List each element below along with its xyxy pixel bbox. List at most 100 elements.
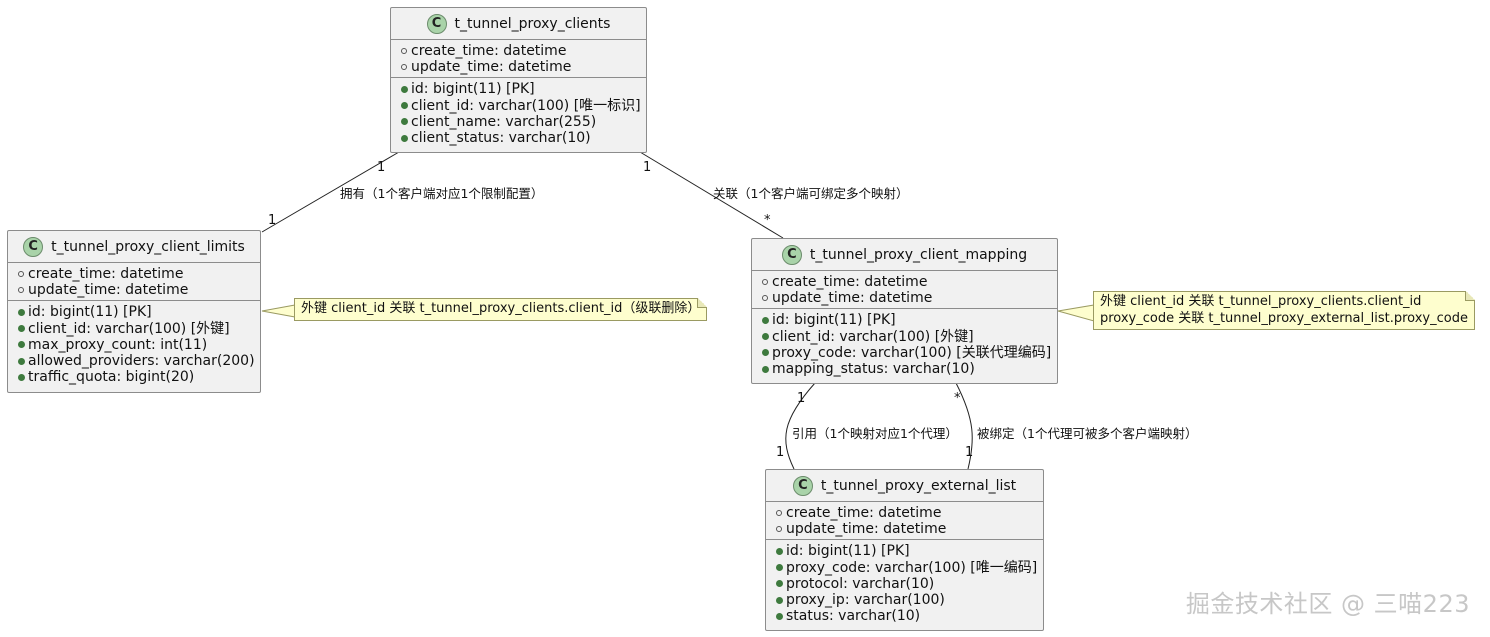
relation-label-mapping-external-ref: 引用（1个映射对应1个代理） [792,426,958,441]
field-text: create_time: datetime [28,266,184,282]
public-method-icon [772,548,786,555]
public-method-icon [772,613,786,620]
public-icon [14,287,28,293]
method-row: client_id: varchar(100) [唯一标识] [397,98,646,114]
public-method-icon [14,358,28,365]
field-text: create_time: datetime [786,505,942,521]
method-text: proxy_code: varchar(100) [唯一编码] [786,559,1038,576]
method-row: allowed_providers: varchar(200) [14,353,260,369]
method-row: protocol: varchar(10) [772,576,1043,592]
fields-section: create_time: datetime update_time: datet… [391,40,646,77]
multiplicity: 1 [643,160,652,175]
method-row: mapping_status: varchar(10) [758,361,1057,377]
method-text: id: bigint(11) [PK] [786,543,910,560]
note-line: 外键 client_id 关联 t_tunnel_proxy_clients.c… [301,301,701,316]
public-method-icon [758,333,772,340]
public-method-icon [397,102,411,109]
field-text: create_time: datetime [772,274,928,290]
method-text: id: bigint(11) [PK] [411,81,535,98]
method-row: max_proxy_count: int(11) [14,337,260,353]
method-text: client_name: varchar(255) [411,113,597,130]
class-c-icon: C [792,475,813,496]
method-row: proxy_ip: varchar(100) [772,592,1043,608]
public-method-icon [14,309,28,316]
public-method-icon [772,580,786,587]
multiplicity: * [954,391,961,406]
method-row: proxy_code: varchar(100) [唯一编码] [772,560,1043,576]
field-text: update_time: datetime [28,282,189,299]
method-row: status: varchar(10) [772,608,1043,624]
multiplicity: 1 [776,445,785,460]
method-row: id: bigint(11) [PK] [397,81,646,97]
public-method-icon [758,349,772,356]
class-name: t_tunnel_proxy_clients [454,15,611,32]
multiplicity: 1 [268,213,277,228]
fields-section: create_time: datetime update_time: datet… [766,502,1043,539]
class-header: C t_tunnel_proxy_client_limits [8,231,260,263]
relation-label-clients-limits: 拥有（1个客户端对应1个限制配置） [340,186,544,201]
class-header: C t_tunnel_proxy_client_mapping [752,239,1057,271]
method-text: max_proxy_count: int(11) [28,336,208,353]
class-t-tunnel-proxy-external-list[interactable]: C t_tunnel_proxy_external_list create_ti… [765,469,1044,631]
field-text: update_time: datetime [786,521,947,538]
public-icon [397,64,411,70]
method-row: client_name: varchar(255) [397,114,646,130]
multiplicity: 1 [797,391,806,406]
class-header: C t_tunnel_proxy_external_list [766,470,1043,502]
public-method-icon [397,135,411,142]
note-mapping: 外键 client_id 关联 t_tunnel_proxy_clients.c… [1093,291,1475,330]
method-row: client_id: varchar(100) [外键] [14,321,260,337]
method-text: mapping_status: varchar(10) [772,360,975,377]
relation-label-clients-mapping: 关联（1个客户端可绑定多个映射） [713,186,909,201]
public-method-icon [758,317,772,324]
methods-section: id: bigint(11) [PK] proxy_code: varchar(… [766,539,1043,626]
field-row: update_time: datetime [397,59,646,75]
public-icon [758,279,772,285]
field-row: create_time: datetime [14,266,260,282]
field-row: create_time: datetime [397,43,646,59]
note-limits: 外键 client_id 关联 t_tunnel_proxy_clients.c… [294,298,708,321]
note-line: 外键 client_id 关联 t_tunnel_proxy_clients.c… [1100,294,1422,309]
class-t-tunnel-proxy-client-limits[interactable]: C t_tunnel_proxy_client_limits create_ti… [7,230,261,393]
class-header: C t_tunnel_proxy_clients [391,8,646,40]
public-method-icon [772,597,786,604]
class-t-tunnel-proxy-clients[interactable]: C t_tunnel_proxy_clients create_time: da… [390,7,647,153]
field-text: update_time: datetime [411,59,572,76]
fields-section: create_time: datetime update_time: datet… [8,263,260,300]
method-row: client_id: varchar(100) [外键] [758,329,1057,345]
method-text: proxy_ip: varchar(100) [786,591,945,608]
class-c-icon: C [781,244,802,265]
methods-section: id: bigint(11) [PK] client_id: varchar(1… [752,308,1057,379]
method-text: client_id: varchar(100) [外键] [772,328,974,345]
edge-clients-limits [261,151,400,233]
method-text: proxy_code: varchar(100) [关联代理编码] [772,344,1052,361]
method-row: id: bigint(11) [PK] [14,304,260,320]
edge-clients-mapping [639,151,784,239]
public-icon [772,510,786,516]
public-method-icon [397,86,411,93]
class-name: t_tunnel_proxy_client_mapping [809,246,1028,263]
method-row: proxy_code: varchar(100) [关联代理编码] [758,345,1057,361]
multiplicity: * [764,213,771,228]
field-row: update_time: datetime [758,290,1057,306]
public-icon [397,48,411,54]
edge-mapping-external-bind [955,382,973,470]
public-icon [758,295,772,301]
public-icon [14,271,28,277]
methods-section: id: bigint(11) [PK] client_id: varchar(1… [8,300,260,387]
field-text: update_time: datetime [772,290,933,307]
note-connector-mapping [1057,304,1095,322]
public-method-icon [14,341,28,348]
public-method-icon [14,325,28,332]
multiplicity: 1 [377,160,386,175]
method-row: client_status: varchar(10) [397,130,646,146]
method-text: client_status: varchar(10) [411,129,591,146]
field-row: update_time: datetime [772,521,1043,537]
public-icon [772,526,786,532]
edge-mapping-external-ref [785,382,816,470]
methods-section: id: bigint(11) [PK] client_id: varchar(1… [391,77,646,148]
class-t-tunnel-proxy-client-mapping[interactable]: C t_tunnel_proxy_client_mapping create_t… [751,238,1058,384]
field-row: create_time: datetime [758,274,1057,290]
method-text: id: bigint(11) [PK] [772,312,896,329]
watermark: 掘金技术社区 @ 三喵223 [1185,590,1470,618]
